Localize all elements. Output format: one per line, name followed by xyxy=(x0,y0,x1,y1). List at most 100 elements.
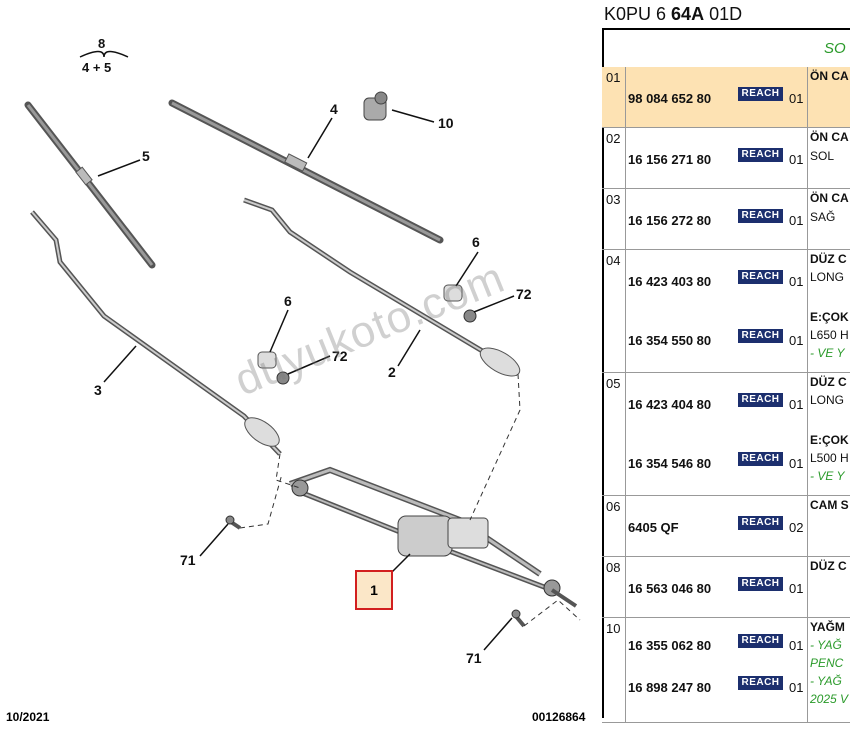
table-row[interactable]: 05 16 423 404 80 REACH 01 16 354 546 80 REACH… xyxy=(602,373,850,496)
part-number[interactable]: 98 084 652 80 xyxy=(628,91,712,106)
bolt-71-right xyxy=(511,609,526,628)
column-divider xyxy=(625,189,626,249)
callout-8: 8 xyxy=(98,36,106,51)
table-row[interactable]: 10 16 355 062 80 REACH 01 16 898 247 80 REACH… xyxy=(602,618,850,723)
leader-lines xyxy=(97,109,515,651)
panel-divider xyxy=(602,28,604,718)
column-header: SO xyxy=(602,28,850,69)
part-description: E:ÇOK xyxy=(810,310,849,324)
reach-badge: REACH xyxy=(738,270,783,284)
part-description: SOL xyxy=(810,149,835,163)
part-description: - VE Y xyxy=(810,346,845,360)
part-description: PENC xyxy=(810,656,844,670)
callout-4-plus-5: 4 + 5 xyxy=(82,60,112,75)
callout-1: 1 xyxy=(370,582,378,598)
row-index: 01 xyxy=(606,70,621,85)
brace-symbol xyxy=(79,50,129,58)
part-description: E:ÇOK xyxy=(810,433,849,447)
callout-72-right: 72 xyxy=(516,286,532,302)
reach-badge: REACH xyxy=(738,676,783,690)
callout-10: 10 xyxy=(438,115,454,131)
row-index: 05 xyxy=(606,376,621,391)
wiper-assembly-drawing xyxy=(24,50,581,651)
wiper-blade-5 xyxy=(24,101,156,269)
reach-badge: REACH xyxy=(738,87,783,101)
column-divider xyxy=(625,67,626,127)
part-number[interactable]: 16 423 404 80 xyxy=(628,397,712,412)
reach-badge: REACH xyxy=(738,516,783,530)
part-number[interactable]: 16 563 046 80 xyxy=(628,581,712,596)
part-description: ÖN CA xyxy=(810,191,849,205)
part-description: ÖN CA xyxy=(810,130,849,144)
reach-badge: REACH xyxy=(738,452,783,466)
column-divider xyxy=(807,496,808,556)
part-number[interactable]: 16 156 272 80 xyxy=(628,213,712,228)
reach-badge: REACH xyxy=(738,329,783,343)
reach-badge: REACH xyxy=(738,393,783,407)
quantity: 01 xyxy=(789,638,804,653)
column-divider xyxy=(807,618,808,722)
part-description: YAĞM xyxy=(810,620,845,634)
nut-72-left xyxy=(276,371,290,385)
part-number[interactable]: 16 354 550 80 xyxy=(628,333,712,348)
part-number[interactable]: 16 423 403 80 xyxy=(628,274,712,289)
callout-72-left: 72 xyxy=(332,348,348,364)
part-description: DÜZ C xyxy=(810,375,847,389)
part-description: DÜZ C xyxy=(810,559,847,573)
title-prefix: K0PU 6 xyxy=(604,4,672,24)
column-divider xyxy=(807,128,808,188)
part-description: CAM S xyxy=(810,498,849,512)
title-suffix: 01D xyxy=(704,4,743,24)
reach-badge: REACH xyxy=(738,148,783,162)
wiper-blade-4 xyxy=(168,99,444,244)
part-description: - VE Y xyxy=(810,469,845,483)
quantity: 01 xyxy=(789,680,804,695)
part-number[interactable]: 16 354 546 80 xyxy=(628,456,712,471)
part-description: - YAĞ xyxy=(810,674,842,688)
quantity: 01 xyxy=(789,213,804,228)
part-number[interactable]: 16 156 271 80 xyxy=(628,152,712,167)
part-number[interactable]: 16 898 247 80 xyxy=(628,680,712,695)
title-group: 64A xyxy=(671,4,705,24)
reach-badge: REACH xyxy=(738,577,783,591)
cap-6-left xyxy=(257,351,277,369)
part-description: SAĞ xyxy=(810,210,836,224)
row-index: 08 xyxy=(606,560,621,575)
wiper-arm-2 xyxy=(243,197,521,377)
diagram-date: 10/2021 xyxy=(6,710,50,724)
quantity: 01 xyxy=(789,581,804,596)
wiper-linkage-motor-1 xyxy=(289,466,578,608)
part-description: DÜZ C xyxy=(810,252,847,266)
table-row[interactable]: 08 16 563 046 80 REACH 01 DÜZ C xyxy=(602,557,850,618)
callout-71-right: 71 xyxy=(466,650,482,666)
quantity: 01 xyxy=(789,274,804,289)
rain-sensor-10 xyxy=(363,91,388,121)
table-row[interactable]: 04 16 423 403 80 REACH 01 16 354 550 80 REACH… xyxy=(602,250,850,373)
column-divider xyxy=(807,373,808,495)
part-description: L650 H xyxy=(810,328,849,342)
callout-1-highlight[interactable]: 1 xyxy=(355,570,393,610)
column-divider xyxy=(625,128,626,188)
parts-diagram: 8 4 + 5 4 10 5 6 72 6 72 3 2 71 71 1 duy… xyxy=(6,36,585,724)
callout-3: 3 xyxy=(94,382,102,398)
part-number[interactable]: 16 355 062 80 xyxy=(628,638,712,653)
callout-4: 4 xyxy=(330,101,338,117)
part-description: LONG xyxy=(810,393,845,407)
callout-71-left: 71 xyxy=(180,552,196,568)
part-number[interactable]: 6405 QF xyxy=(628,520,679,535)
column-divider xyxy=(625,496,626,556)
column-divider xyxy=(625,618,626,722)
reach-badge: REACH xyxy=(738,634,783,648)
callout-6-right: 6 xyxy=(472,234,480,250)
column-divider xyxy=(807,557,808,617)
row-index: 04 xyxy=(606,253,621,268)
quantity: 01 xyxy=(789,91,804,106)
quantity: 01 xyxy=(789,456,804,471)
part-description: LONG xyxy=(810,270,845,284)
row-index: 10 xyxy=(606,621,621,636)
